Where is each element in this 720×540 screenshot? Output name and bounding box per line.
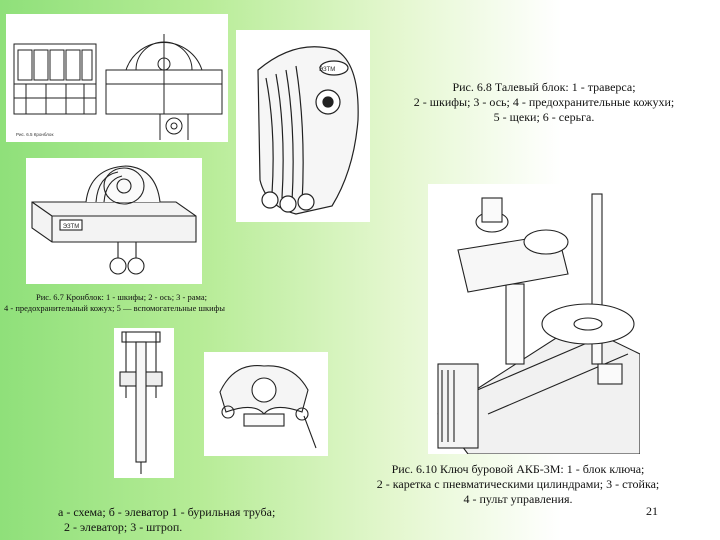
caption-elevator: а - схема; б - элеватор 1 - бурильная тр… bbox=[58, 505, 338, 535]
caption-line: 4 - предохранительный кожух; 5 — вспомог… bbox=[4, 302, 225, 313]
crown-block-3d-svg: ЭЗТМ bbox=[31, 165, 197, 275]
elevator-scheme-svg bbox=[119, 331, 163, 474]
elevator-svg bbox=[219, 364, 317, 449]
crown-nameplate: ЭЗТМ bbox=[63, 224, 79, 230]
crown-block-drawing-svg: Рис. 6.5 Кронблок bbox=[13, 34, 223, 140]
caption-line: 5 - щеки; 6 - серьга. bbox=[493, 110, 595, 124]
elevator-scheme-figure bbox=[114, 328, 174, 478]
caption-line: Рис. 6.8 Талевый блок: 1 - траверса; bbox=[452, 80, 636, 94]
crown-block-drawing: Рис. 6.5 Кронблок bbox=[6, 14, 228, 142]
caption-line: а - схема; б - элеватор 1 - бурильная тр… bbox=[58, 505, 276, 519]
akb-key-figure bbox=[428, 184, 640, 454]
caption-fig-6-7: Рис. 6.7 Кронблок: 1 - шкифы; 2 - ось; 3… bbox=[4, 292, 294, 313]
caption-line: 2 - шкифы; 3 - ось; 4 - предохранительны… bbox=[413, 95, 675, 109]
travelling-block-figure: ЭЗТМ bbox=[236, 30, 370, 222]
block-nameplate: ЭЗТМ bbox=[319, 67, 335, 73]
caption-fig-6-10: Рис. 6.10 Ключ буровой АКБ-3М: 1 - блок … bbox=[334, 462, 702, 507]
travelling-block-svg: ЭЗТМ bbox=[257, 46, 359, 215]
caption-fig-6-8: Рис. 6.8 Талевый блок: 1 - траверса; 2 -… bbox=[376, 80, 712, 125]
caption-line: 4 - пульт управления. bbox=[463, 492, 573, 506]
elevator-figure bbox=[204, 352, 328, 456]
tiny-figure-note: Рис. 6.5 Кронблок bbox=[16, 132, 53, 137]
crown-block-3d-figure: ЭЗТМ bbox=[26, 158, 202, 284]
slide-number: 21 bbox=[646, 504, 658, 518]
caption-line: Рис. 6.7 Кронблок: 1 - шкифы; 2 - ось; 3… bbox=[36, 292, 207, 302]
caption-line: Рис. 6.10 Ключ буровой АКБ-3М: 1 - блок … bbox=[391, 462, 645, 476]
caption-line: 2 - каретка с пневматическими цилиндрами… bbox=[376, 477, 660, 491]
caption-line: 2 - элеватор; 3 - штроп. bbox=[64, 520, 183, 534]
akb-key-svg bbox=[437, 193, 640, 454]
